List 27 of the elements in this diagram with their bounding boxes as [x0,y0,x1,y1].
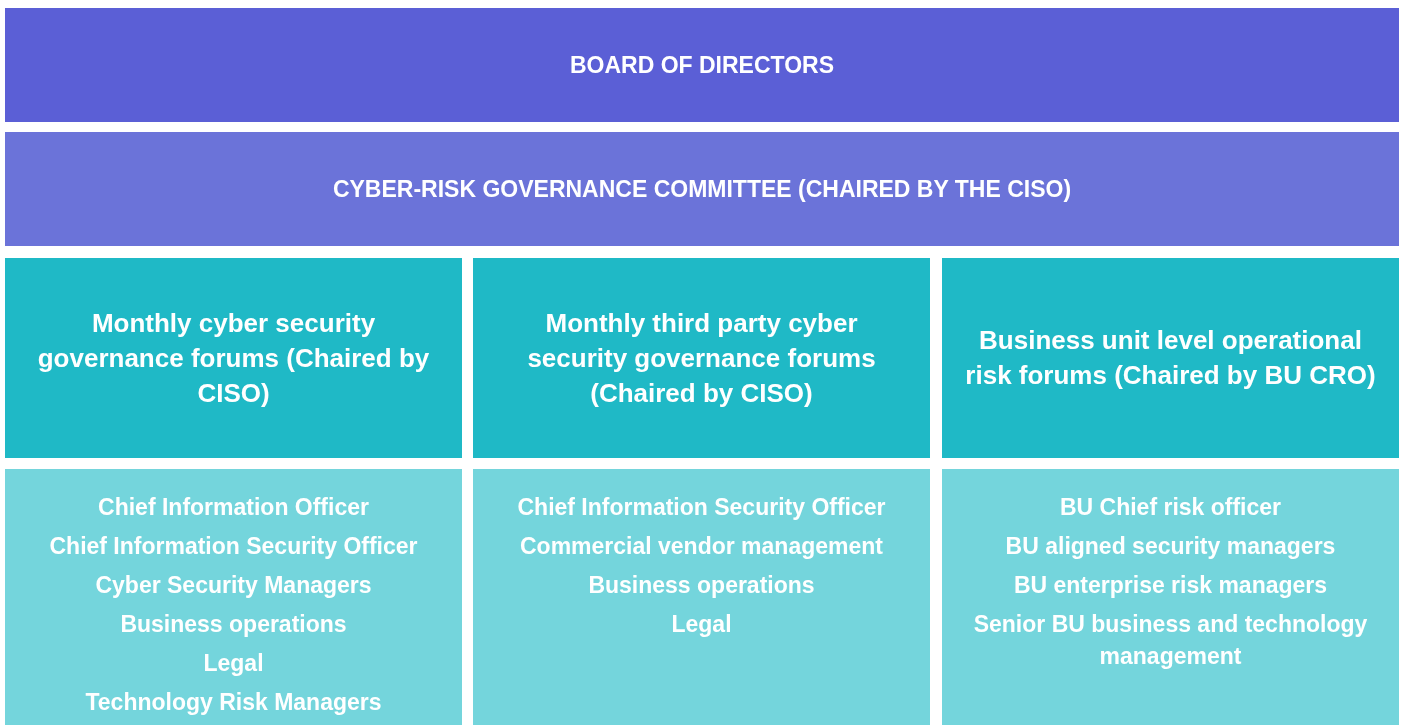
member-role: Business operations [120,610,347,639]
forum-header-box [473,258,930,458]
member-list-box [5,469,462,725]
member-role: Senior BU business and technology management [972,610,1369,671]
member-role: Chief Information Security Officer [517,493,886,522]
box-title: CYBER-RISK GOVERNANCE COMMITTEE (CHAIRED BY THE CISO) [332,175,1072,203]
member-role: Chief Information Security Officer [49,532,418,561]
board-banner [5,8,1399,122]
box-title: Monthly third party cyber security governance forums (Chaired by CISO) [526,306,877,410]
committee-banner [5,132,1399,246]
member-role: BU Chief risk officer [1059,493,1282,522]
member-role: Cyber Security Managers [95,571,372,600]
member-role: BU aligned security managers [1005,532,1336,561]
member-role: Technology Risk Managers [85,688,382,717]
member-list-box [942,469,1399,725]
forum-header-box [5,258,462,458]
member-role: BU enterprise risk managers [1013,571,1328,600]
member-role: Commercial vendor management [520,532,883,561]
box-title: Business unit level operational risk forums (Chaired by BU CRO) [964,324,1377,392]
member-role: Chief Information Officer [98,493,369,522]
box-title: BOARD OF DIRECTORS [569,51,835,79]
box-title: Monthly cyber security governance forums (Chaired by CISO) [36,306,431,410]
member-role: Business operations [588,571,815,600]
member-role: Legal [203,649,264,678]
forum-header-box [942,258,1399,458]
member-role: Legal [671,610,732,639]
member-list-box [473,469,930,725]
